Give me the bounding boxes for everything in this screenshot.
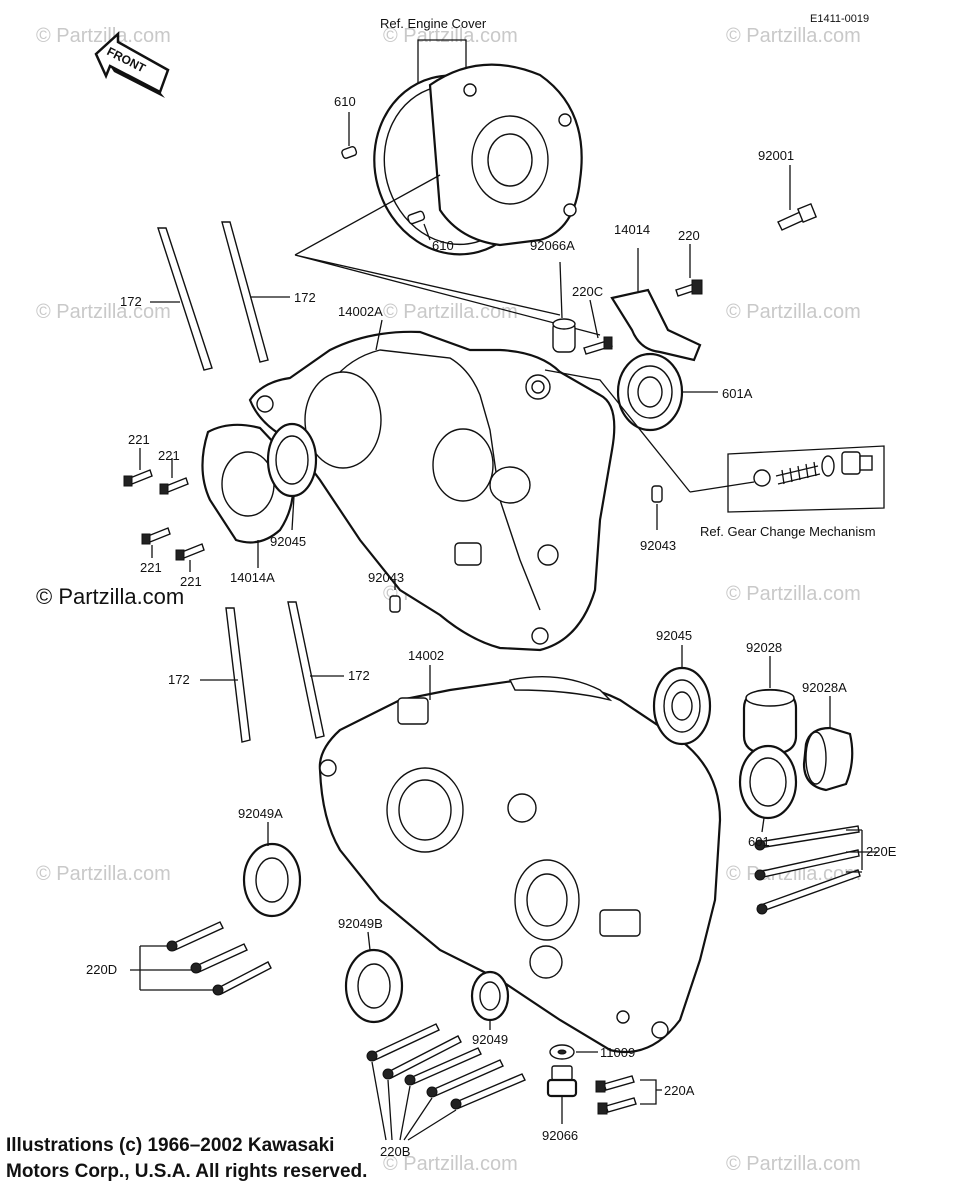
- label-92049B: 92049B: [338, 916, 383, 931]
- watermark-main: © Partzilla.com: [36, 584, 184, 609]
- label-601: 601: [748, 834, 770, 849]
- cap-92028: [742, 656, 798, 756]
- stud-172-upper-right: [221, 221, 290, 363]
- label-92043: 92043: [640, 538, 676, 553]
- bolts-220A: [595, 1075, 662, 1115]
- stud-172-lower-left: [200, 607, 251, 743]
- label-92043: 92043: [368, 570, 404, 585]
- screw-221-group: [123, 448, 205, 572]
- label-221: 221: [128, 432, 150, 447]
- label-14014: 14014: [614, 222, 650, 237]
- bolts-220D: [130, 921, 272, 996]
- watermark: © Partzilla.com: [383, 301, 518, 323]
- stud-172-lower-right: [287, 601, 344, 739]
- front-arrow-icon: FRONT: [94, 31, 170, 98]
- dowel-pin-92043-mid: [389, 580, 401, 613]
- gear-change-ref: Ref. Gear Change Mechanism: [544, 369, 885, 539]
- label-172: 172: [168, 672, 190, 687]
- bearing-92045-upper: [266, 422, 318, 531]
- label-220C: 220C: [572, 284, 603, 299]
- oil-seal-92049B: [344, 931, 404, 1024]
- ref-gear-change-label: Ref. Gear Change Mechanism: [700, 524, 876, 539]
- oil-seal-92049: [470, 970, 510, 1030]
- label-221: 221: [140, 560, 162, 575]
- copyright-line: Illustrations (c) 1966–2002 Kawasaki: [6, 1135, 335, 1156]
- watermark: © Partzilla.com: [36, 25, 171, 47]
- screw-92001: [777, 165, 818, 231]
- label-221: 221: [158, 448, 180, 463]
- label-92049A: 92049A: [238, 806, 283, 821]
- oil-seal-92049A: [242, 822, 302, 918]
- dowel-pin-610-top: [341, 112, 358, 159]
- label-92066: 92066: [542, 1128, 578, 1143]
- washer-11009: [549, 1044, 598, 1060]
- watermark: © Partzilla.com: [36, 863, 171, 885]
- label-220A: 220A: [664, 1083, 695, 1098]
- part-labels: 610 610 92001 220 14014 92066A 220C 1400…: [86, 94, 897, 1159]
- watermark: © Partzilla.com: [36, 301, 171, 323]
- label-220D: 220D: [86, 962, 117, 977]
- label-220: 220: [678, 228, 700, 243]
- bolt-220C: [583, 299, 613, 355]
- label-14002: 14002: [408, 648, 444, 663]
- drain-plug-92066: [546, 1065, 578, 1124]
- bolt-220: [675, 244, 703, 297]
- label-92001: 92001: [758, 148, 794, 163]
- label-92028A: 92028A: [802, 680, 847, 695]
- copyright-notice: Illustrations (c) 1966–2002 Kawasaki Mot…: [6, 1133, 566, 1185]
- label-220B: 220B: [380, 1144, 410, 1159]
- label-610: 610: [334, 94, 356, 109]
- engine-cover-ref: Ref. Engine Cover: [294, 16, 601, 336]
- watermark: © Partzilla.com: [726, 301, 861, 323]
- bearing-92045-lower: [652, 645, 712, 746]
- watermark: © Partzilla.com: [726, 1153, 861, 1175]
- crankcase-half-14002A: [248, 319, 616, 652]
- label-92028: 92028: [746, 640, 782, 655]
- bolts-220E: [754, 825, 878, 915]
- label-172: 172: [294, 290, 316, 305]
- dowel-pin-92043-right: [651, 485, 663, 530]
- label-92049: 92049: [472, 1032, 508, 1047]
- plug-92066A: [552, 261, 576, 353]
- copyright-line: Motors Corp., U.S.A. All rights reserved…: [6, 1161, 368, 1182]
- cover-14014: [610, 248, 702, 362]
- dowel-pin-610-mid: [407, 210, 431, 241]
- label-221: 221: [180, 574, 202, 589]
- bushing-92028A: [802, 696, 854, 792]
- label-11009: 11009: [600, 1045, 635, 1060]
- label-220E: 220E: [866, 844, 897, 859]
- crankcase-half-14002: [318, 665, 722, 1054]
- label-14002A: 14002A: [338, 304, 383, 319]
- label-172: 172: [120, 294, 142, 309]
- watermark: © Partzilla.com: [726, 583, 861, 605]
- label-610: 610: [432, 238, 454, 253]
- label-14014A: 14014A: [230, 570, 275, 585]
- label-172: 172: [348, 668, 370, 683]
- label-92045: 92045: [270, 534, 306, 549]
- label-92045: 92045: [656, 628, 692, 643]
- diagram-code: E1411-0019: [810, 13, 869, 25]
- watermark: © Partzilla.com: [726, 25, 861, 47]
- label-92066A: 92066A: [530, 238, 575, 253]
- label-601A: 601A: [722, 386, 753, 401]
- ref-engine-cover-label: Ref. Engine Cover: [380, 16, 487, 31]
- watermark: © Partzilla.com: [383, 25, 518, 47]
- bolts-220B: [366, 1023, 526, 1141]
- bearing-601A: [616, 352, 718, 432]
- stud-172-upper-left: [150, 227, 213, 371]
- bearing-601: [738, 744, 798, 833]
- watermark: © Partzilla.com: [383, 1153, 518, 1175]
